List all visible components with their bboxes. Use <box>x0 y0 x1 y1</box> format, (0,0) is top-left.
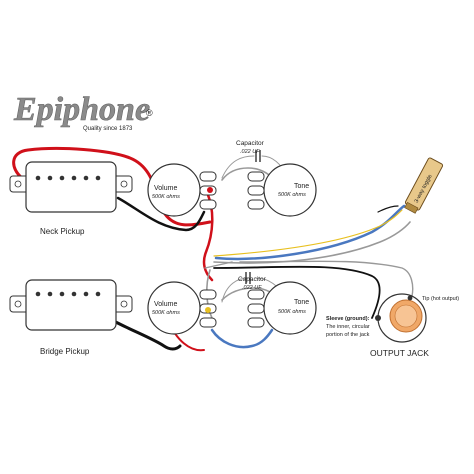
switch-ground-lead <box>377 205 399 213</box>
bridge-tone-pot-body <box>263 281 317 335</box>
logo-text: Epiphone <box>13 91 150 128</box>
jack-tip-label: Tip (hot output) <box>422 296 459 302</box>
neck-pickup-body <box>25 161 117 213</box>
switch-grey-wire <box>213 221 411 264</box>
switch-yellow-wire <box>213 209 403 257</box>
bottom-capacitor: Capacitor .022 UF <box>238 272 267 291</box>
jack-hot-wire <box>239 260 414 297</box>
neck-volume-solder-red <box>207 187 213 193</box>
bridge-volume-name: Volume <box>154 301 177 308</box>
jack-sleeve-line-1: Sleeve (ground): <box>326 316 370 322</box>
top-capacitor-value: .022 UF <box>240 149 260 155</box>
neck-pickup-screw-left <box>14 180 22 188</box>
neck-hot-wire <box>12 146 212 227</box>
jack-center <box>394 304 418 328</box>
bridge-pickup-screw-left <box>14 300 22 308</box>
top-capacitor-name: Capacitor <box>236 140 265 147</box>
junction-wire <box>204 261 233 269</box>
jack-title: OUTPUT JACK <box>370 348 429 358</box>
wires <box>12 146 414 352</box>
bridge-pickup-poles <box>35 291 101 297</box>
neck-tone-value: 500K ohms <box>278 192 306 198</box>
jack-ground-wire <box>213 265 381 319</box>
bridge-volume-solder-yellow <box>205 307 211 313</box>
bridge-pickup-label: Bridge Pickup <box>40 347 90 356</box>
neck-volume-name: Volume <box>154 185 177 192</box>
neck-pickup-label: Neck Pickup <box>40 227 85 236</box>
three-way-switch: 3-way toggle <box>404 157 444 214</box>
neck-tone-pot-body <box>263 163 317 217</box>
neck-pickup: Neck Pickup <box>9 161 133 236</box>
bridge-pickup: Bridge Pickup <box>9 279 133 356</box>
neck-ground-wire <box>116 196 206 232</box>
bridge-tone-pot: Tone 500K ohms <box>247 281 317 335</box>
bridge-pickup-screw-right <box>120 300 128 308</box>
neck-vol-to-switch-wire <box>202 193 214 282</box>
registered-mark: ® <box>146 108 153 118</box>
neck-tone-pot: Tone 500K ohms <box>247 163 317 217</box>
jack-sleeve-line-3: portion of the jack <box>326 332 370 338</box>
bridge-volume-value: 500K ohms <box>152 310 180 316</box>
jack-sleeve-lug <box>375 315 381 321</box>
neck-tone-lugs <box>247 171 265 210</box>
switch-contacts <box>404 201 419 214</box>
bridge-tone-name: Tone <box>294 299 309 306</box>
top-capacitor: Capacitor .022 UF <box>236 140 265 162</box>
logo-tagline: Quality since 1873 <box>83 126 133 132</box>
bridge-hot-wire <box>106 316 182 351</box>
bridge-tone-lugs <box>247 289 265 328</box>
bridge-pickup-body <box>25 279 117 331</box>
neck-tone-name: Tone <box>294 183 309 190</box>
bottom-capacitor-value: .022 UF <box>242 285 262 291</box>
jack-tip-lug <box>407 295 413 301</box>
epiphone-logo: Epiphone ® Quality since 1873 <box>13 91 153 132</box>
output-jack: Tip (hot output) Sleeve (ground): The in… <box>326 293 459 358</box>
switch-blue-wire <box>214 204 406 261</box>
neck-pickup-screw-right <box>120 180 128 188</box>
neck-pickup-poles <box>35 175 101 181</box>
jack-sleeve-line-2: The inner, circular <box>326 324 370 330</box>
bottom-capacitor-name: Capacitor <box>238 276 267 283</box>
bridge-blue-wire <box>210 328 274 349</box>
neck-volume-pot: Volume 500K ohms <box>147 163 217 217</box>
bridge-tone-value: 500K ohms <box>278 309 306 315</box>
neck-volume-value: 500K ohms <box>152 194 180 200</box>
bridge-volume-pot-body <box>147 281 201 335</box>
bridge-volume-pot: Volume 500K ohms <box>147 281 217 335</box>
